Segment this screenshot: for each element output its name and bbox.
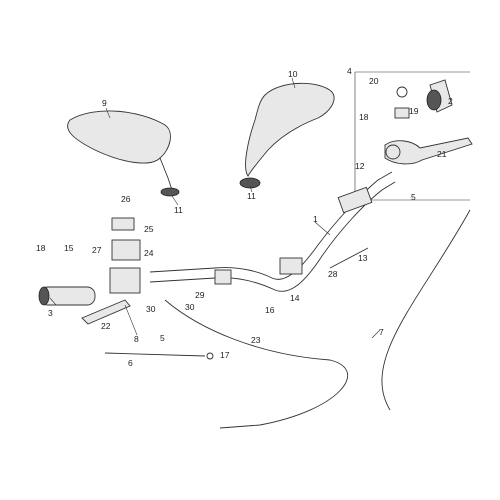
callout-30a: 30 (146, 304, 156, 314)
handlebar (149, 171, 396, 292)
callout-8: 8 (134, 334, 139, 344)
callout-22: 22 (101, 321, 111, 331)
callout-24: 24 (144, 248, 154, 258)
callout-23: 23 (251, 335, 261, 345)
callout-18a: 18 (36, 243, 46, 253)
grip-2 (426, 79, 453, 113)
callout-labels: 1 2 3 4 5 5 6 7 8 9 10 11 11 12 13 14 15… (36, 66, 453, 368)
callout-19: 19 (409, 106, 419, 116)
right-brake-lever (384, 86, 473, 165)
cable-23 (164, 299, 349, 429)
inset-box-4 (354, 71, 470, 201)
callout-10: 10 (288, 69, 298, 79)
callout-13: 13 (358, 253, 368, 263)
callout-4: 4 (347, 66, 352, 76)
leader-lines (49, 77, 381, 339)
callout-7: 7 (379, 327, 384, 337)
left-grip (38, 286, 96, 306)
callout-5a: 5 (160, 333, 165, 343)
callout-9: 9 (102, 98, 107, 108)
callout-5b: 5 (411, 192, 416, 202)
callout-2: 2 (448, 96, 453, 106)
left-mirror (67, 110, 180, 197)
callout-28: 28 (328, 269, 338, 279)
callout-27: 27 (92, 245, 102, 255)
callout-30b: 30 (185, 302, 195, 312)
right-mirror (239, 82, 335, 189)
callout-20: 20 (369, 76, 379, 86)
callout-17: 17 (220, 350, 230, 360)
callout-11a: 11 (174, 205, 183, 215)
callout-1: 1 (313, 214, 318, 224)
callout-15: 15 (64, 243, 74, 253)
callout-18b: 18 (359, 112, 369, 122)
callout-6: 6 (128, 358, 133, 368)
cable-7 (381, 209, 471, 411)
callout-16: 16 (265, 305, 275, 315)
callout-3: 3 (48, 308, 53, 318)
callout-12: 12 (355, 161, 365, 171)
callout-14: 14 (290, 293, 300, 303)
left-lever (81, 217, 141, 325)
cable-6 (104, 352, 214, 360)
callout-11b: 11 (247, 191, 256, 201)
callout-25: 25 (144, 224, 154, 234)
callout-21: 21 (437, 149, 447, 159)
callout-26: 26 (121, 194, 131, 204)
callout-29: 29 (195, 290, 205, 300)
